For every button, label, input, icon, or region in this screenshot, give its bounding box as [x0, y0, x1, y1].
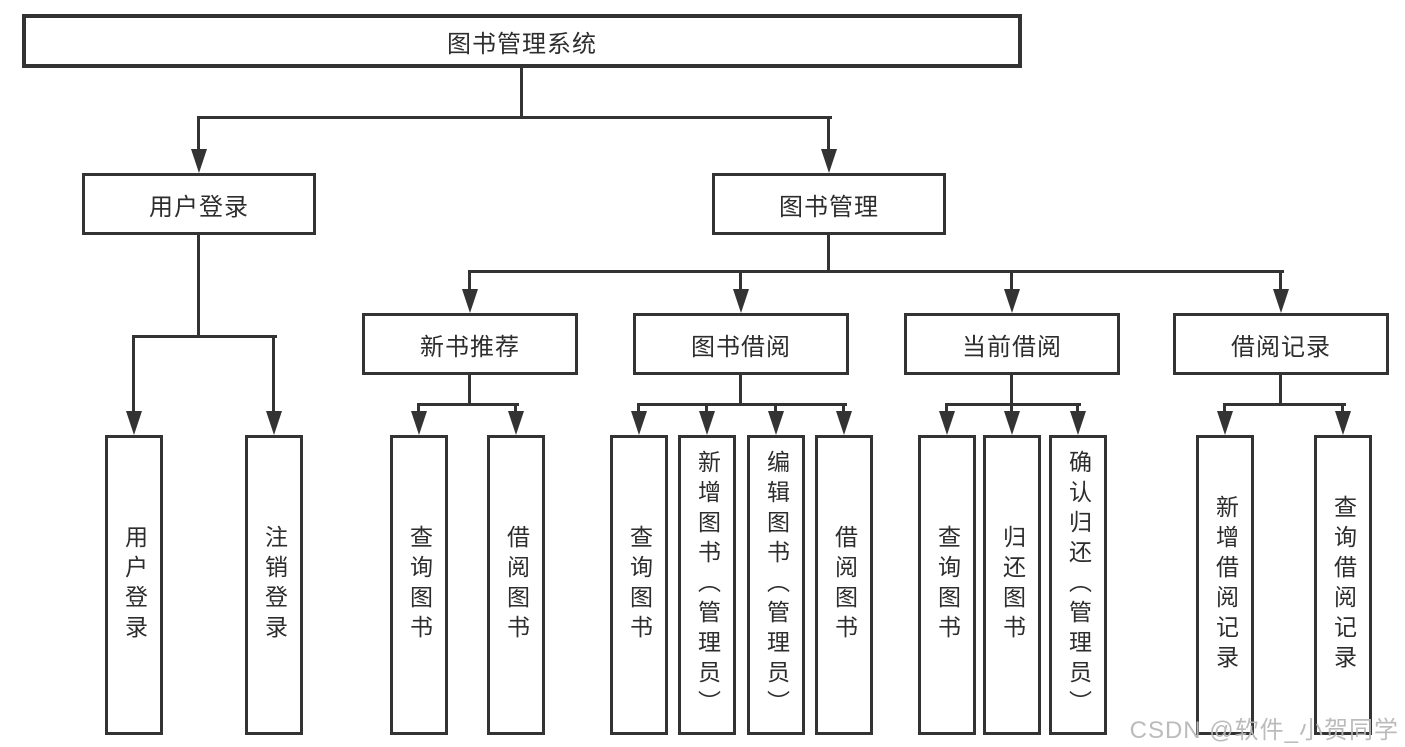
arrowhead-down-icon — [1273, 289, 1289, 313]
connector-userlogin-bus — [132, 335, 277, 338]
leaf-records-query: 查询借阅记录 — [1314, 435, 1372, 735]
arrowhead-down-icon — [1004, 411, 1020, 435]
connector-root-stub — [520, 68, 523, 118]
connector-line — [705, 403, 708, 413]
arrowhead-down-icon — [508, 411, 524, 435]
arrowhead-down-icon — [191, 149, 207, 173]
connector-line — [197, 116, 200, 151]
connector-line — [132, 335, 135, 412]
connector-line — [1223, 403, 1226, 413]
arrowhead-down-icon — [1070, 411, 1086, 435]
connector-root-bus — [197, 116, 832, 119]
node-book-mgmt: 图书管理 — [712, 173, 946, 235]
connector-records-stub — [1279, 375, 1282, 406]
connector-newbooks-bus — [417, 403, 519, 406]
connector-line — [1076, 403, 1079, 413]
arrowhead-down-icon — [266, 411, 282, 435]
arrowhead-down-icon — [1335, 411, 1351, 435]
connector-userlogin-stub — [197, 235, 200, 338]
connector-bookmgmt-bus — [468, 270, 1284, 273]
node-book-borrow: 图书借阅 — [633, 313, 849, 375]
arrowhead-down-icon — [1217, 411, 1233, 435]
connector-line — [945, 403, 948, 413]
connector-records-bus — [1223, 403, 1346, 406]
arrowhead-down-icon — [733, 289, 749, 313]
arrowhead-down-icon — [631, 411, 647, 435]
node-current-borrow: 当前借阅 — [904, 313, 1120, 375]
arrowhead-down-icon — [1004, 289, 1020, 313]
leaf-current-return: 归还图书 — [983, 435, 1041, 735]
arrowhead-down-icon — [768, 411, 784, 435]
watermark: CSDN @软件_小贺同学 — [1129, 717, 1399, 744]
arrowhead-down-icon — [939, 411, 955, 435]
node-root: 图书管理系统 — [22, 14, 1022, 68]
connector-line — [827, 116, 830, 151]
arrowhead-down-icon — [836, 411, 852, 435]
connector-bookmgmt-stub — [827, 235, 830, 273]
node-new-books: 新书推荐 — [362, 313, 578, 375]
connector-line — [514, 403, 517, 413]
connector-line — [1341, 403, 1344, 413]
arrowhead-down-icon — [699, 411, 715, 435]
node-user-login: 用户登录 — [82, 173, 316, 235]
connector-line — [1010, 270, 1013, 290]
leaf-user-login: 用户登录 — [105, 435, 163, 735]
node-borrow-records: 借阅记录 — [1173, 313, 1389, 375]
connector-line — [637, 403, 640, 413]
connector-bookborrow-bus — [637, 403, 847, 406]
connector-newbooks-stub — [468, 375, 471, 406]
leaf-newbooks-query: 查询图书 — [390, 435, 448, 735]
connector-line — [1010, 403, 1013, 413]
connector-line — [1279, 270, 1282, 290]
leaf-logout: 注销登录 — [245, 435, 303, 735]
connector-bookborrow-stub — [739, 375, 742, 406]
leaf-current-query: 查询图书 — [918, 435, 976, 735]
leaf-records-add: 新增借阅记录 — [1196, 435, 1254, 735]
connector-line — [842, 403, 845, 413]
connector-line — [774, 403, 777, 413]
arrowhead-down-icon — [462, 289, 478, 313]
leaf-newbooks-borrow: 借阅图书 — [487, 435, 545, 735]
leaf-bookborrow-add: 新增图书（管理员） — [678, 435, 736, 735]
leaf-bookborrow-borrow: 借阅图书 — [815, 435, 873, 735]
arrowhead-down-icon — [821, 149, 837, 173]
arrowhead-down-icon — [411, 411, 427, 435]
connector-line — [272, 335, 275, 412]
connector-line — [468, 270, 471, 290]
connector-line — [739, 270, 742, 290]
leaf-bookborrow-edit: 编辑图书（管理员） — [747, 435, 805, 735]
connector-currentborrow-bus — [945, 403, 1081, 406]
leaf-bookborrow-query: 查询图书 — [610, 435, 668, 735]
connector-line — [417, 403, 420, 413]
arrowhead-down-icon — [126, 411, 142, 435]
connector-currentborrow-stub — [1010, 375, 1013, 406]
leaf-current-confirm: 确认归还（管理员） — [1049, 435, 1107, 735]
